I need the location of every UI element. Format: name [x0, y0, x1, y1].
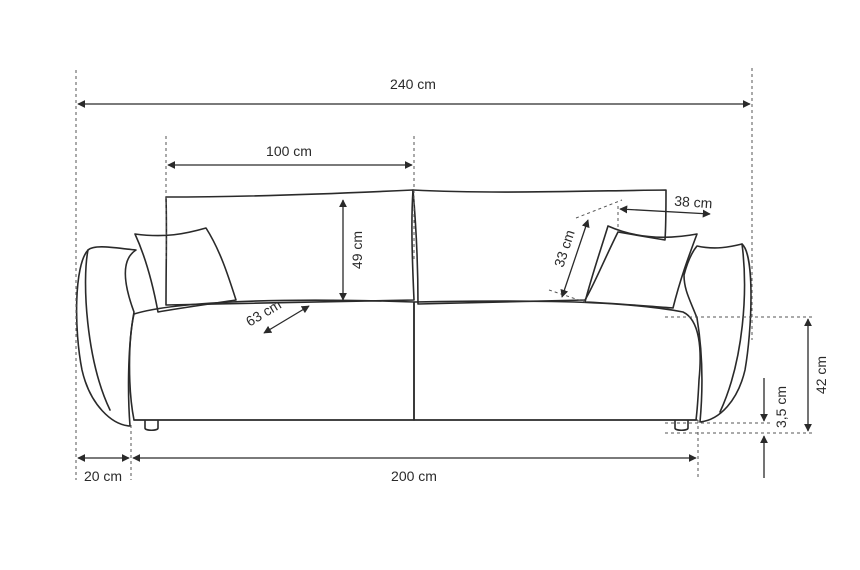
leg-right: [674, 420, 689, 432]
label-back-height: 49 cm: [349, 231, 365, 269]
dimension-labels: 240 cm 100 cm 49 cm 63 cm 33 cm 38 cm 42…: [84, 76, 829, 484]
armrest-right-inner: [719, 243, 746, 413]
guide-lines: [75, 68, 815, 480]
throw-pillow-right: [584, 225, 698, 309]
label-cushion-width: 100 cm: [266, 143, 312, 159]
back-cushion-right: [412, 189, 667, 305]
dim-line-seat-depth: [263, 305, 310, 334]
label-arm-width: 20 cm: [84, 468, 122, 484]
label-leg-height: 3,5 cm: [773, 386, 789, 428]
armrest-right: [683, 243, 752, 423]
back-cushion-left: [165, 189, 415, 306]
dim-line-pillow-width: [619, 205, 711, 218]
label-seat-width: 200 cm: [391, 468, 437, 484]
armrest-left-inner: [84, 249, 111, 411]
throw-pillow-left: [134, 227, 237, 313]
leg-left: [144, 420, 159, 432]
seat-cushion-left: [128, 299, 415, 421]
dim-line-pillow-height: [560, 219, 590, 298]
armrest-left: [75, 246, 137, 427]
label-seat-height: 42 cm: [813, 356, 829, 394]
label-pillow-width: 38 cm: [674, 193, 713, 212]
seat-cushion-right: [413, 300, 701, 421]
label-total-width: 240 cm: [390, 76, 436, 92]
sofa-drawing: [75, 189, 752, 432]
dimension-lines: [77, 100, 812, 478]
